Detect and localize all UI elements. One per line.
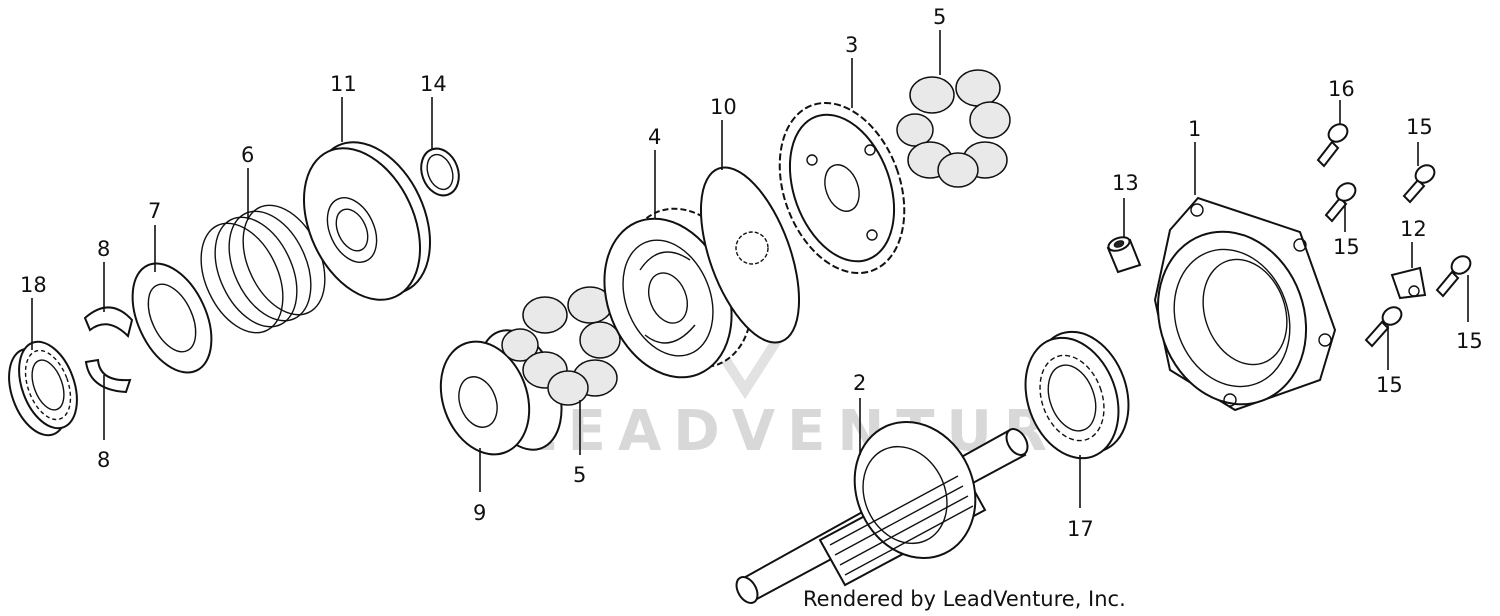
part-3-sprocket[interactable] — [757, 85, 926, 290]
part-2-shaft[interactable] — [732, 402, 1032, 607]
callout-4: 4 — [648, 125, 661, 149]
callout-14: 14 — [420, 72, 447, 96]
leader-lines — [31, 30, 1469, 508]
part-5-one-way-clutch-lower[interactable] — [501, 286, 621, 406]
part-15-bolt-middle[interactable] — [1324, 180, 1359, 223]
credit-text: Rendered by LeadVenture, Inc. — [803, 587, 1126, 611]
part-16-bolt[interactable] — [1316, 121, 1351, 168]
part-4-gear[interactable] — [582, 189, 775, 396]
callout-15-upper-right: 15 — [1406, 115, 1433, 139]
callout-12: 12 — [1400, 217, 1427, 241]
callout-10: 10 — [710, 95, 737, 119]
part-12-clip[interactable] — [1390, 266, 1427, 300]
callout-16: 16 — [1328, 77, 1355, 101]
callout-15-right: 15 — [1456, 329, 1483, 353]
callout-8-lower: 8 — [97, 448, 110, 472]
part-8-upper-ring[interactable] — [83, 306, 134, 338]
callout-15-middle: 15 — [1333, 235, 1360, 259]
callout-11: 11 — [330, 72, 357, 96]
part-8-lower-ring[interactable] — [84, 358, 132, 394]
part-1-cover-housing[interactable] — [1134, 196, 1337, 425]
callout-5-lower: 5 — [573, 463, 586, 487]
part-17-bearing[interactable] — [1009, 319, 1144, 472]
callout-7: 7 — [148, 199, 161, 223]
callout-labels: 18 8 8 7 6 11 14 4 10 3 5 9 5 2 17 13 1 … — [20, 5, 1483, 541]
callout-2: 2 — [853, 371, 866, 395]
part-15-bolt-right[interactable] — [1435, 253, 1474, 298]
callout-3: 3 — [845, 33, 858, 57]
part-6-spring[interactable] — [185, 192, 341, 346]
callout-15-lower: 15 — [1376, 373, 1403, 397]
callout-17: 17 — [1067, 517, 1094, 541]
part-5-one-way-clutch-upper[interactable] — [896, 69, 1011, 188]
callout-18: 18 — [20, 273, 47, 297]
part-7-washer[interactable] — [117, 251, 228, 385]
callout-8-upper: 8 — [97, 237, 110, 261]
part-15-bolt-upper-right[interactable] — [1402, 162, 1438, 204]
part-18-bearing[interactable] — [0, 334, 88, 443]
part-13-collar[interactable] — [1106, 235, 1142, 274]
callout-13: 13 — [1112, 171, 1139, 195]
part-14-circlip[interactable] — [415, 143, 465, 200]
callout-5-upper: 5 — [933, 5, 946, 29]
callout-1: 1 — [1188, 117, 1201, 141]
callout-6: 6 — [241, 143, 254, 167]
part-11-clutch-plate[interactable] — [281, 124, 453, 319]
callout-9: 9 — [473, 501, 486, 525]
part-15-bolt-lower[interactable] — [1364, 304, 1405, 348]
part-10-plate[interactable] — [681, 155, 819, 355]
